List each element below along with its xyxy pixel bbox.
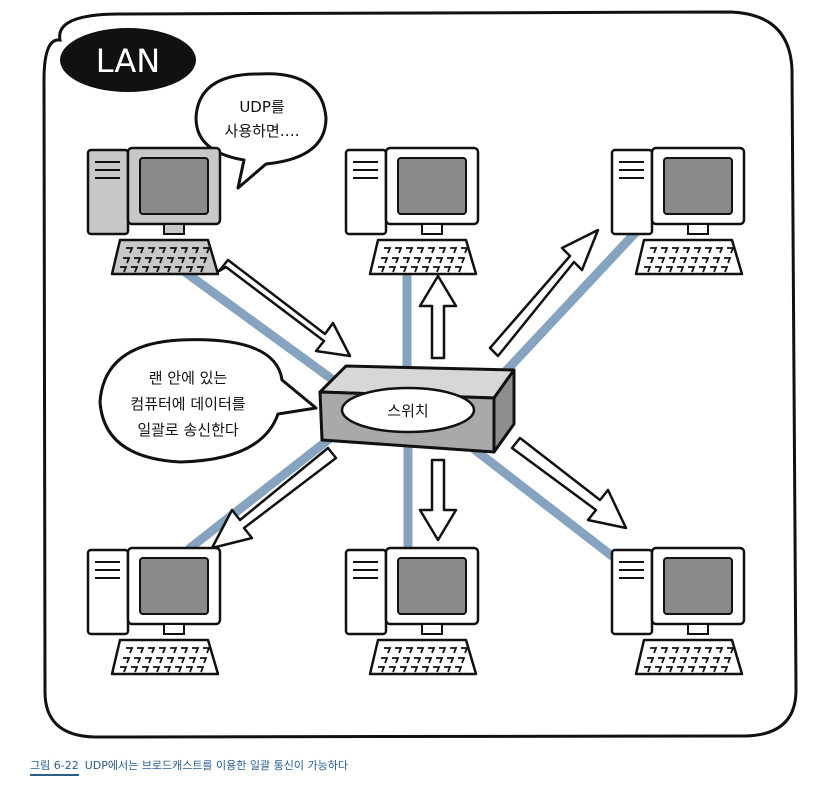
switch-label: 스위치 [387,402,428,420]
computers [86,146,746,676]
computer-sender [86,146,222,276]
speech-left-line1: 랜 안에 있는 [149,369,228,387]
arrow-to-top-center [418,274,458,360]
screen [397,157,467,215]
computer-receiver-bottom-left [86,546,222,676]
cable-sender [180,267,345,390]
computer-receiver-bottom-center [344,546,480,676]
speech-bubble-left: 랜 안에 있는 컴퓨터에 데이터를 일괄로 송신한다 [98,338,318,464]
speech-top-line2: 사용하면…. [225,122,300,140]
computer-receiver-top-center [344,146,480,276]
lan-badge: LAN [60,28,196,92]
arrow-to-top-right [488,228,600,358]
cable-top-right [500,227,641,377]
cables [180,227,641,561]
speech-left-line3: 일괄로 송신한다 [137,421,239,439]
screen [663,157,733,215]
cable-bottom-right [465,441,617,561]
arrow-to-bottom-left [210,446,338,550]
arrow-to-bottom-center [418,458,458,542]
computer-receiver-top-right [610,146,746,276]
speech-left-line2: 컴퓨터에 데이터를 [130,395,245,413]
figure-number: 그림 6-22 [30,759,79,776]
lan-label: LAN [96,42,160,80]
figure-caption: 그림 6-22 UDP에서는 브로드캐스트를 이용한 일괄 통신이 가능하다 [30,757,348,776]
figure-caption-text: UDP에서는 브로드캐스트를 이용한 일괄 통신이 가능하다 [84,759,348,772]
arrow-to-bottom-right [510,436,628,530]
broadcast-arrows [210,228,628,550]
screen [397,557,467,615]
screen [139,157,209,215]
switch: 스위치 [318,364,516,454]
arrow-sender-to-switch [217,258,352,358]
cable-bottom-left [185,435,333,553]
speech-top-line1: UDP를 [239,98,285,116]
computer-receiver-bottom-right [610,546,746,676]
screen [663,557,733,615]
speech-bubble-top: UDP를 사용하면…. [194,72,328,190]
screen [139,557,209,615]
